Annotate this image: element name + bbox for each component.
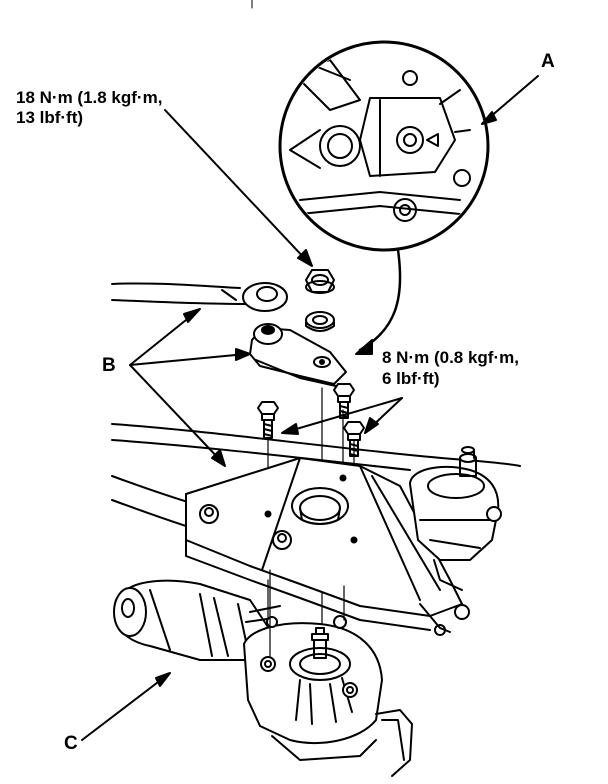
torque-spec-nut-line2: 13 lbf·ft)	[16, 108, 84, 127]
washer	[305, 311, 335, 332]
wiper-motor	[113, 579, 413, 777]
callout-label-c: C	[64, 733, 78, 754]
nut	[305, 269, 335, 294]
bolt-center	[333, 383, 355, 419]
leader-line-a	[481, 75, 539, 125]
leader-line-detail	[355, 248, 402, 355]
motor-bracket	[185, 457, 470, 636]
callout-label-b: B	[102, 355, 116, 376]
torque-spec-nut-line1: 18 N·m (1.8 kgf·m,	[16, 88, 163, 107]
leader-line-torque-top	[164, 109, 313, 267]
leader-line-b	[129, 308, 251, 467]
linkage-rod-upper	[111, 282, 288, 312]
motor-to-bracket-lines	[269, 569, 345, 657]
wiper-pivot	[409, 446, 502, 591]
torque-spec-bolt-line2: 6 lbf·ft)	[382, 369, 440, 388]
torque-spec-bolt-line1: 8 N·m (0.8 kgf·m,	[382, 348, 519, 367]
bolt-left	[257, 401, 279, 439]
bolt-right	[343, 421, 365, 457]
detail-view-a	[278, 40, 490, 252]
callout-label-a: A	[541, 51, 555, 72]
crank-arm	[249, 323, 347, 387]
leader-line-c	[81, 672, 171, 741]
